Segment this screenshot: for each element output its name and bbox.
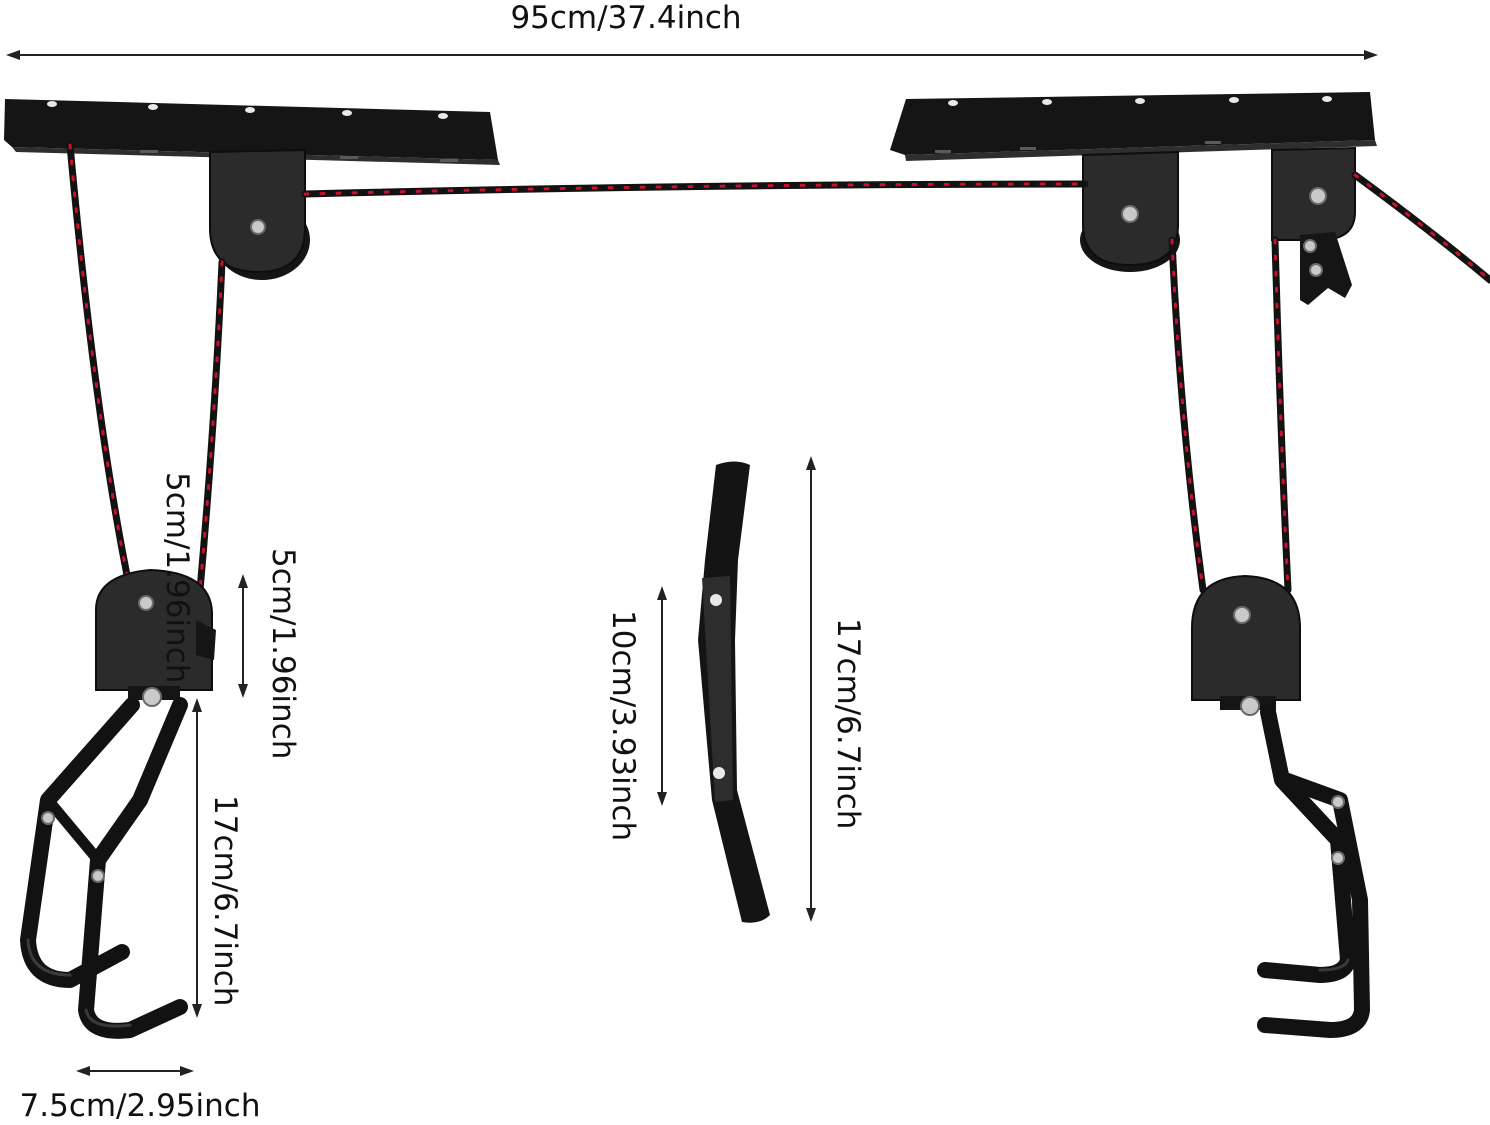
mount-hole — [1042, 99, 1052, 105]
hook-bolt — [1240, 696, 1260, 716]
bar-hole-spacing-dimension: 10cm/3.93inch — [605, 586, 667, 841]
spare-hook-bar — [698, 461, 770, 923]
mount-hole — [342, 110, 352, 116]
hoist-rope — [66, 141, 1490, 594]
left-lifting-pulley — [95, 568, 216, 707]
axle-bolt — [138, 595, 154, 611]
hook-width-dimension: 7.5cm/2.95inch — [20, 1066, 261, 1124]
total-width-dimension: 95cm/37.4inch — [6, 0, 1378, 60]
rope-lock-cleat — [1271, 146, 1356, 305]
axle-bolt — [250, 219, 266, 235]
bar-length-label: 17cm/6.7inch — [830, 618, 866, 829]
mount-hole — [1229, 97, 1239, 103]
bar-length-dimension: 17cm/6.7inch — [806, 456, 866, 922]
hook-bolt — [142, 687, 162, 707]
right-bike-hook — [1257, 704, 1370, 1038]
mount-hole — [47, 101, 57, 107]
right-ceiling-bracket — [890, 92, 1377, 161]
left-ceiling-bracket — [4, 99, 500, 165]
right-lifting-pulley — [1191, 574, 1301, 716]
pulley-height-dimension: 5cm/1.96inch — [238, 548, 301, 759]
total-width-label: 95cm/37.4inch — [510, 0, 741, 36]
left-bike-hook — [20, 697, 188, 1039]
pulley-height-overlay-label: 5cm/1.96inch — [159, 472, 195, 683]
pulley-height-overlay-dimension: 5cm/1.96inch — [159, 472, 195, 683]
hook-length-dimension: 17cm/6.7inch — [192, 698, 243, 1018]
mount-hole — [1135, 98, 1145, 104]
mount-hole — [1322, 96, 1332, 102]
bar-hole — [710, 594, 722, 606]
bar-hole — [713, 767, 725, 779]
bar-hole-spacing-label: 10cm/3.93inch — [605, 610, 641, 841]
hook-length-label: 17cm/6.7inch — [207, 795, 243, 1006]
mount-hole — [245, 107, 255, 113]
mount-hole — [948, 100, 958, 106]
axle-bolt — [1121, 205, 1139, 223]
pulley-height-label: 5cm/1.96inch — [265, 548, 301, 759]
left-fixed-pulley — [209, 148, 310, 280]
axle-bolt — [1233, 606, 1251, 624]
hook-width-label: 7.5cm/2.95inch — [20, 1088, 261, 1124]
mount-hole — [148, 104, 158, 110]
right-fixed-pulley — [1080, 150, 1180, 272]
mount-hole — [438, 113, 448, 119]
